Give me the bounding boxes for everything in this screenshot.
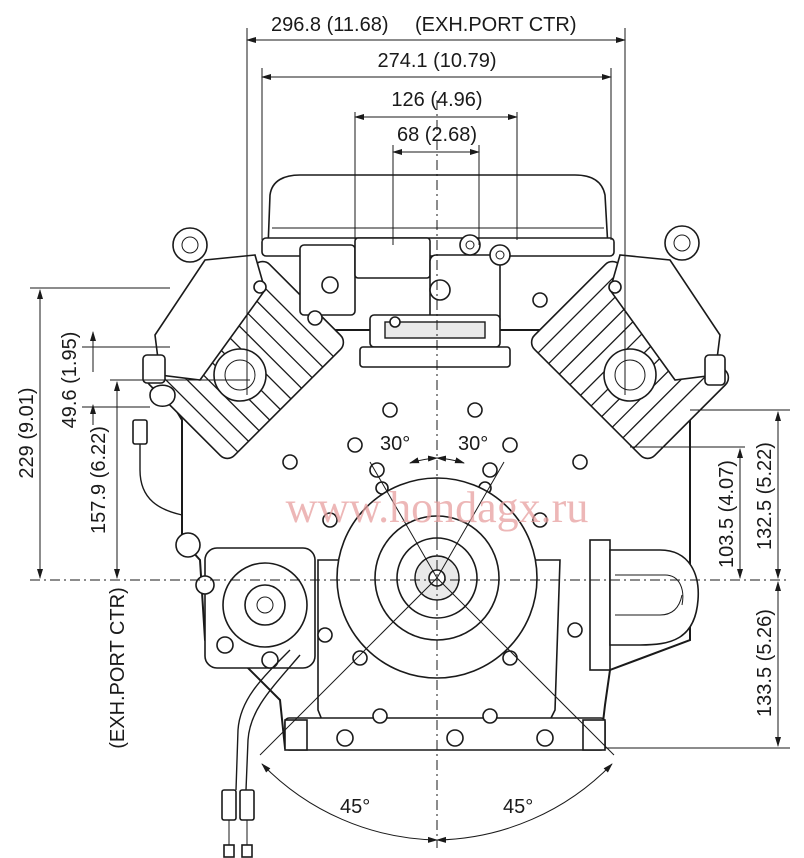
carburetor-linkage <box>299 234 511 368</box>
watermark: www.hondagx.ru <box>286 483 589 532</box>
dim-exh-port-ctr-label: (EXH.PORT CTR) <box>415 14 577 36</box>
dim-exh-port-ctr-vertical: (EXH.PORT CTR) <box>107 587 129 749</box>
left-cylinder-head <box>142 227 267 408</box>
dim-angle-left-30: 30° <box>380 433 410 455</box>
oil-filter-right <box>589 539 700 671</box>
angle-lines <box>259 455 615 843</box>
dim-height-229: 229 (9.01) <box>16 387 38 478</box>
dim-width-274: 274.1 (10.79) <box>378 50 497 72</box>
centerlines <box>30 100 790 848</box>
dim-angle-right-45: 45° <box>503 796 533 818</box>
dim-overall-width-exh: 296.8 (11.68) <box>271 14 389 36</box>
dim-height-49-6: 49.6 (1.95) <box>59 332 81 429</box>
dim-angle-right-30: 30° <box>458 433 488 455</box>
dim-width-126: 126 (4.96) <box>391 89 482 111</box>
dim-height-103-5: 103.5 (4.07) <box>716 460 738 568</box>
right-cylinder-head <box>603 225 726 402</box>
dim-height-132-5: 132.5 (5.22) <box>754 442 776 550</box>
starter-motor <box>175 532 316 669</box>
dim-height-157-9: 157.9 (6.22) <box>88 426 110 534</box>
extension-lines <box>246 28 626 395</box>
dim-angle-left-45: 45° <box>340 796 370 818</box>
wiring-harness <box>132 419 301 858</box>
dimension-lines <box>37 37 781 747</box>
air-cleaner-cover <box>261 174 615 257</box>
dim-width-68: 68 (2.68) <box>397 124 477 146</box>
dim-height-133-5: 133.5 (5.26) <box>754 609 776 717</box>
